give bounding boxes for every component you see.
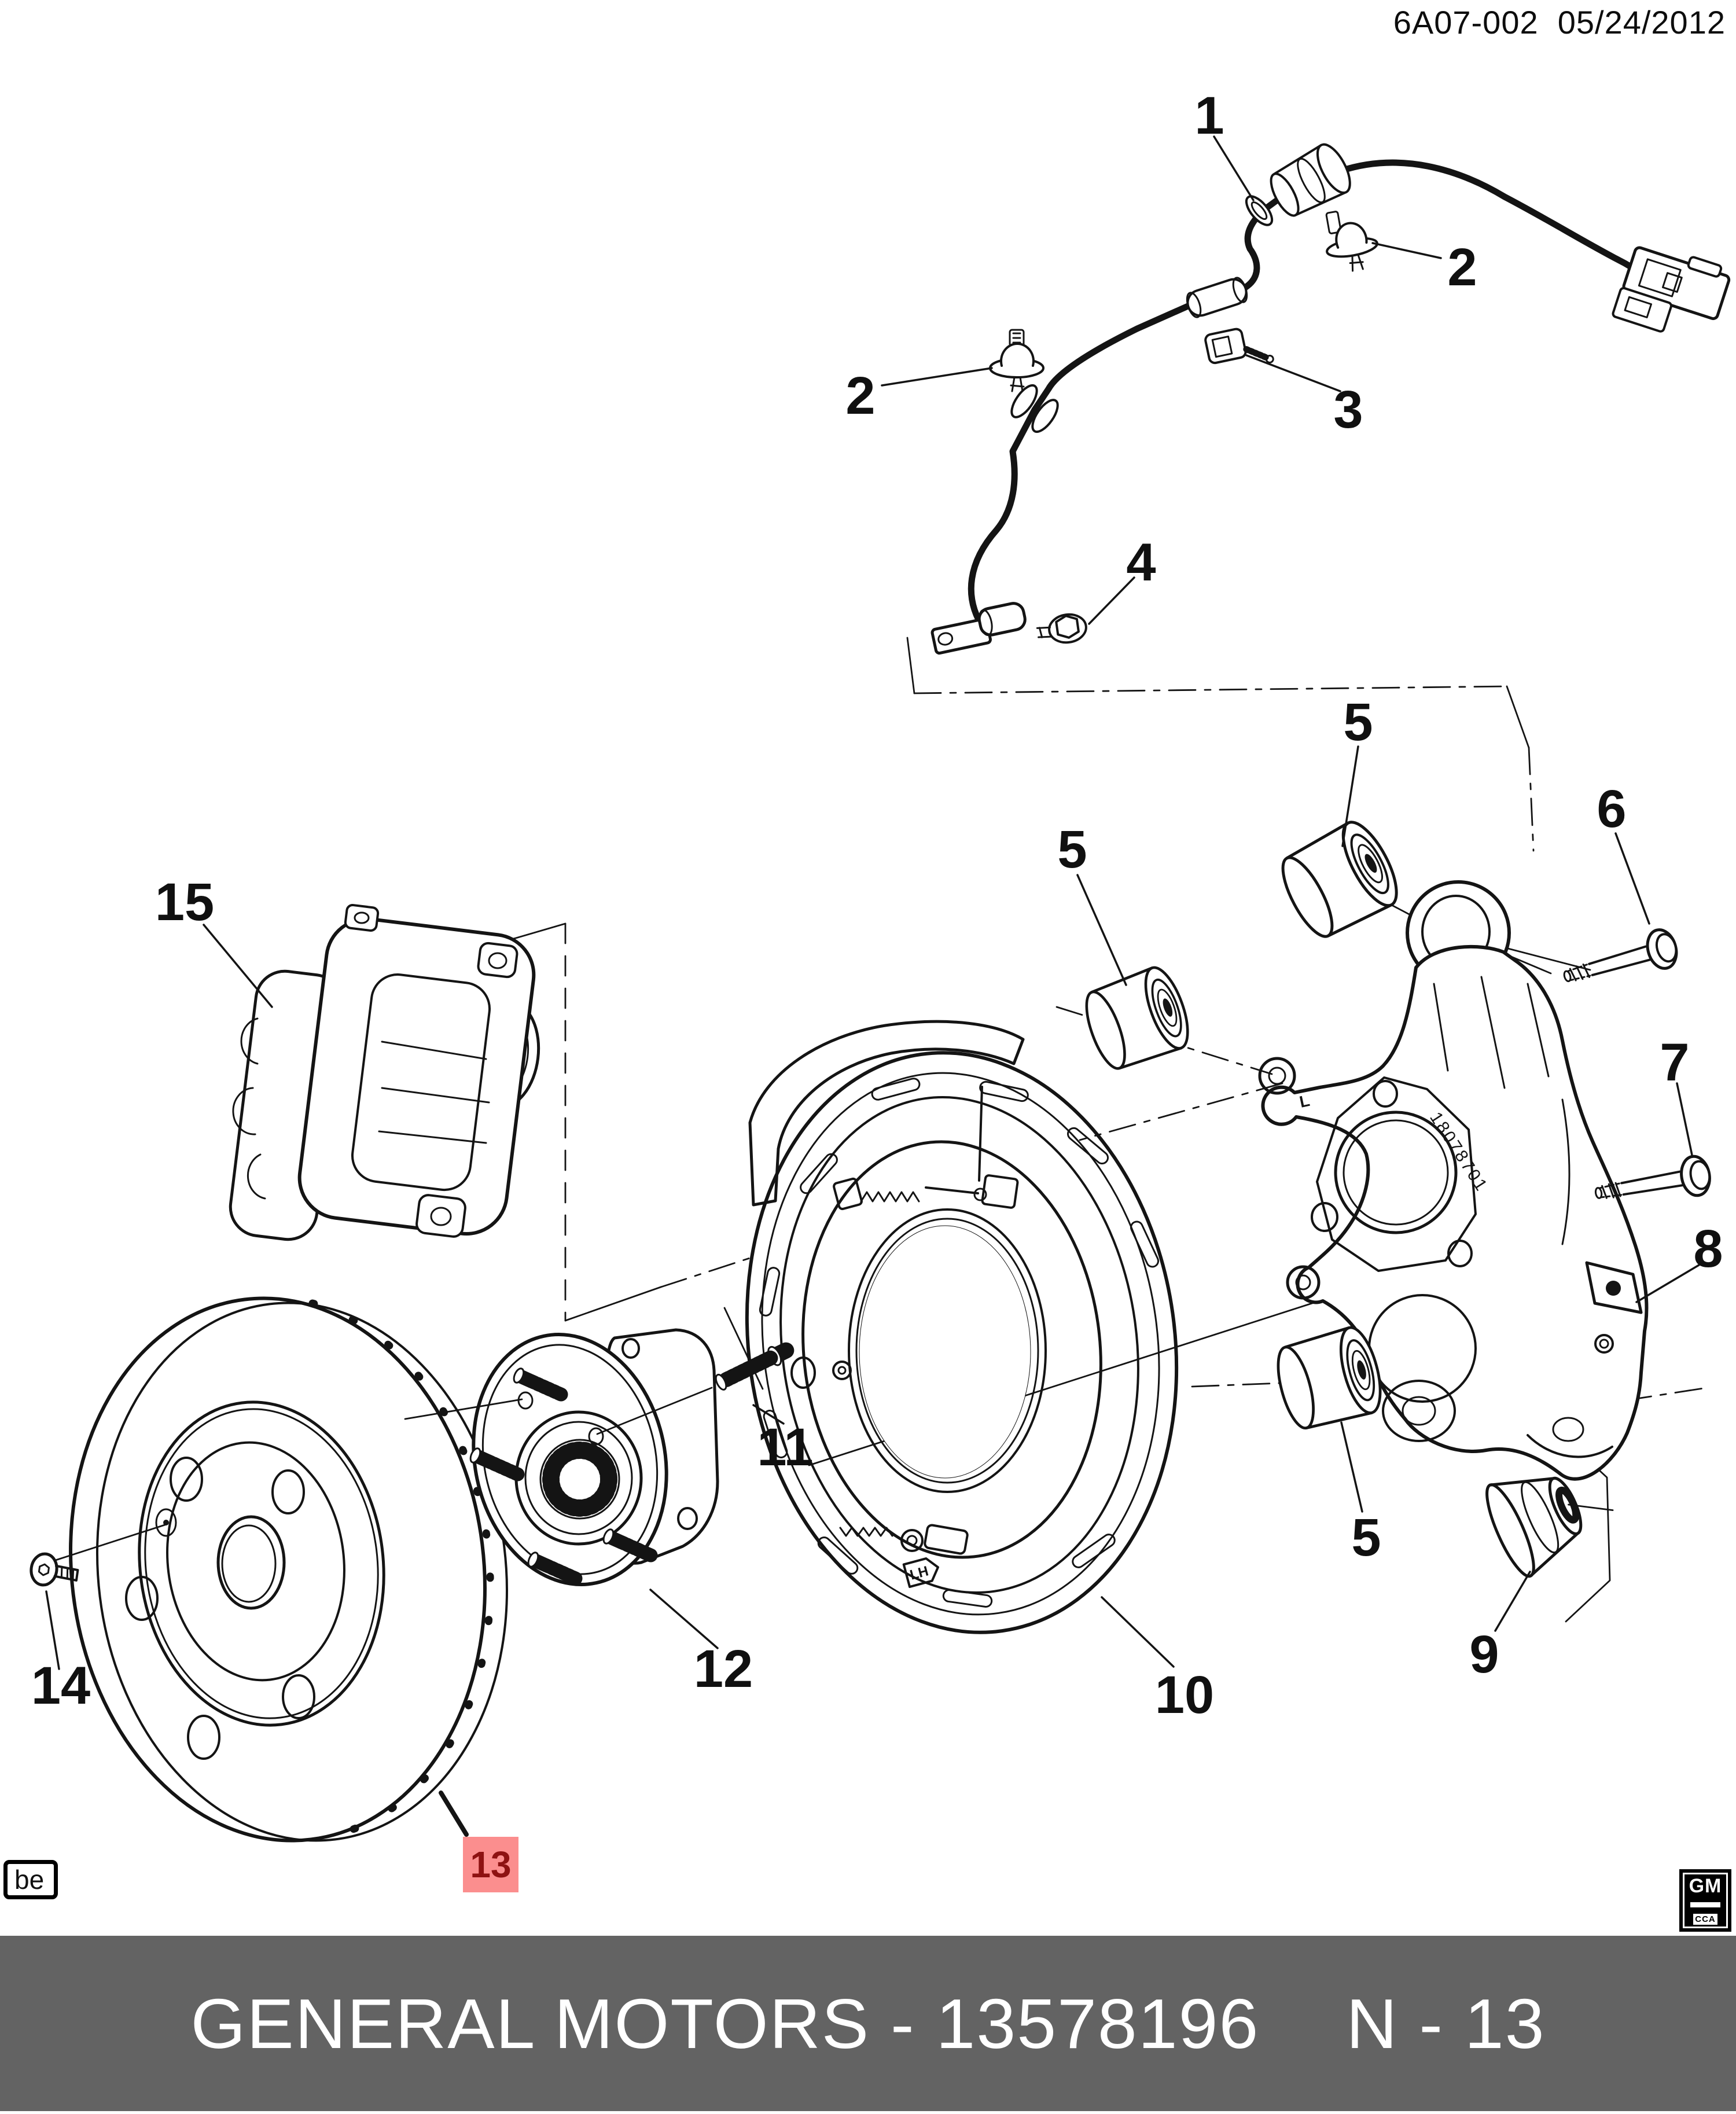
hub-bearing-drawing xyxy=(404,1328,795,1586)
bushing-drawings xyxy=(1085,821,1614,1578)
gm-logo-subtext: CCA xyxy=(1693,1914,1717,1925)
footer-bar: GENERAL MOTORS - 13578196 N - 13 xyxy=(0,1936,1736,2111)
abs-harness-drawing xyxy=(930,143,1731,655)
callout-14[interactable]: 14 xyxy=(31,1656,91,1715)
callout-11[interactable]: 11 xyxy=(757,1418,814,1477)
leader-lines xyxy=(45,135,1700,1837)
backing-plate-drawing: LH xyxy=(745,1020,1179,1634)
callout-3[interactable]: 3 xyxy=(1333,380,1363,439)
callout-7[interactable]: 7 xyxy=(1660,1033,1690,1092)
callout-2[interactable]: 2 xyxy=(1447,238,1477,297)
rotor-drawing xyxy=(69,1296,508,1843)
bolt-6 xyxy=(1563,928,1678,983)
callout-10[interactable]: 10 xyxy=(1154,1666,1215,1725)
svg-text:LH: LH xyxy=(909,1563,930,1583)
callout-15[interactable]: 15 xyxy=(155,873,215,932)
callout-2b[interactable]: 2 xyxy=(845,366,876,425)
callout-5c[interactable]: 5 xyxy=(1351,1508,1381,1567)
wheel-stud xyxy=(527,1552,583,1586)
callout-13-highlighted[interactable]: 13 xyxy=(463,1837,518,1892)
callout-6[interactable]: 6 xyxy=(1597,780,1627,839)
be-badge: be xyxy=(3,1860,58,1899)
be-badge-label: be xyxy=(14,1865,45,1895)
wheel-stud xyxy=(513,1367,568,1402)
wheel-stud-loose xyxy=(715,1342,795,1391)
harness-connector xyxy=(1612,246,1731,333)
footer-company-part: GENERAL MOTORS - 13578196 xyxy=(190,1984,1260,2063)
footer-sheet-ref: N - 13 xyxy=(1346,1984,1546,2063)
callout-9[interactable]: 9 xyxy=(1469,1625,1499,1684)
caliper-drawing xyxy=(229,904,540,1241)
callout-1[interactable]: 1 xyxy=(1194,86,1224,145)
wheel-stud xyxy=(602,1528,658,1562)
orientation-mark: L xyxy=(1298,1091,1311,1111)
screw-14 xyxy=(30,1552,79,1587)
fastener-drawings xyxy=(30,613,1711,1587)
callout-5b[interactable]: 5 xyxy=(1057,820,1087,879)
gm-logo-underline xyxy=(1690,1902,1720,1907)
bolt-7 xyxy=(1594,1155,1711,1199)
callout-4[interactable]: 4 xyxy=(1126,533,1156,592)
bolt-4 xyxy=(1036,613,1087,644)
wheel-speed-sensor xyxy=(930,602,1027,655)
harness-clip xyxy=(1325,211,1378,272)
harness-clip xyxy=(1204,328,1274,365)
harness-clip xyxy=(989,329,1044,392)
gm-logo: GM CCA xyxy=(1679,1869,1731,1932)
gm-logo-text: GM xyxy=(1689,1875,1722,1897)
callout-8[interactable]: 8 xyxy=(1693,1219,1723,1278)
callout-5[interactable]: 5 xyxy=(1343,693,1373,752)
wheel-stud xyxy=(469,1447,525,1481)
callout-12[interactable]: 12 xyxy=(693,1639,753,1698)
document-code-and-date: 6A07-002 05/24/2012 xyxy=(1393,4,1726,41)
